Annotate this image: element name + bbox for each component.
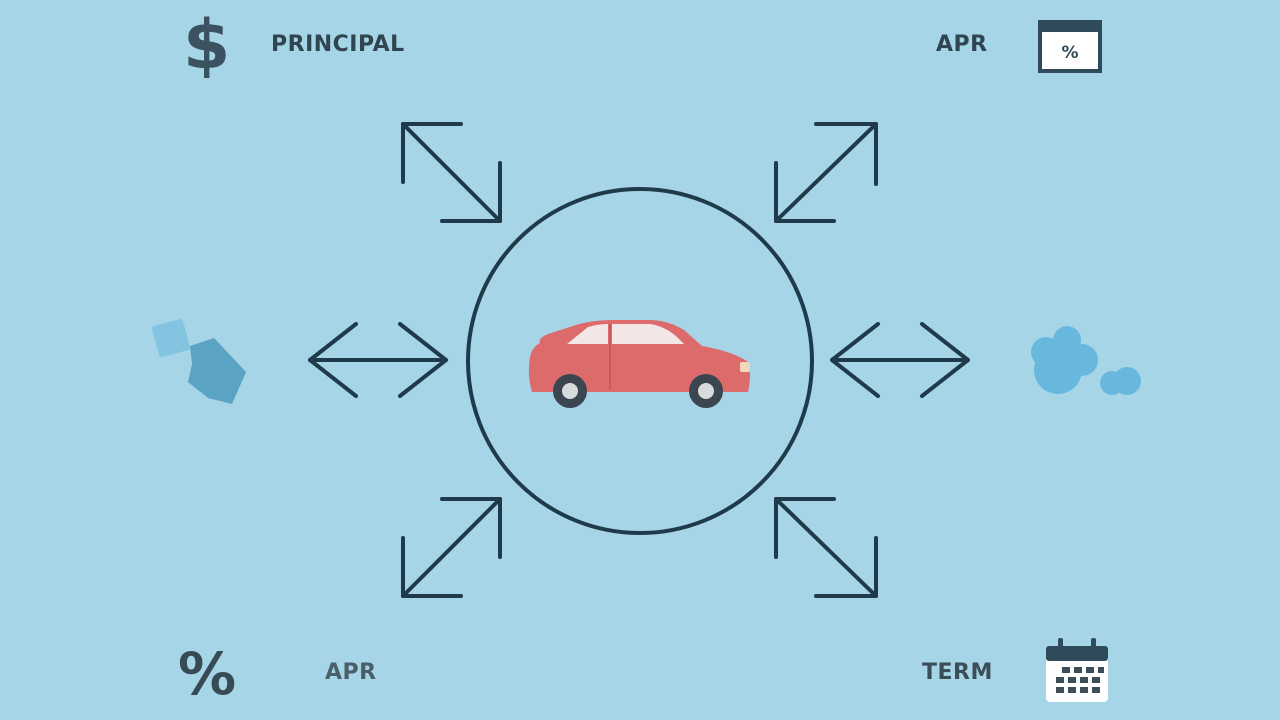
arrow-bottom-left-icon	[401, 497, 502, 598]
percent-calendar-icon: %	[1038, 20, 1102, 73]
center-circle	[466, 187, 814, 535]
apr-label-top: APR	[936, 32, 988, 57]
dollar-sign-icon: $	[183, 6, 231, 85]
red-car-icon	[528, 320, 750, 408]
term-label: TERM	[922, 660, 993, 685]
arrow-right-icon	[830, 322, 970, 398]
principal-label: PRINCIPAL	[271, 32, 405, 57]
broken-shape-icon	[152, 319, 246, 404]
arrow-top-left-icon	[401, 122, 502, 223]
arrow-left-icon	[308, 322, 448, 398]
apr-label-bottom: APR	[325, 660, 377, 685]
cloud-icon	[1031, 326, 1141, 395]
arrow-top-right-icon	[774, 122, 878, 223]
calendar-icon	[1046, 638, 1108, 702]
arrow-bottom-right-icon	[774, 497, 878, 598]
percent-sign-icon: %	[178, 640, 237, 708]
calendar-percent-glyph: %	[1061, 43, 1078, 63]
